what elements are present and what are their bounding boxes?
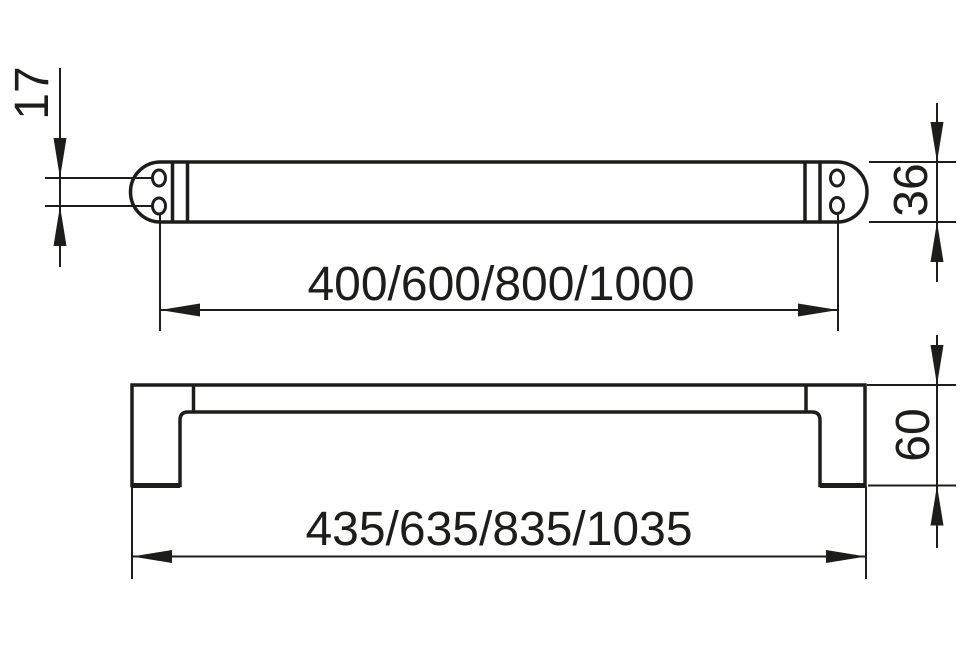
bar-top-view-outline xyxy=(128,160,869,224)
dimension-label: 60 xyxy=(887,408,940,461)
mounting-hole-left-upper xyxy=(151,168,167,188)
dimension-label: 17 xyxy=(6,66,59,119)
dimension-overall-height: 60 xyxy=(867,335,956,548)
top-view xyxy=(128,160,869,224)
dimension-label: 435/635/835/1035 xyxy=(305,503,692,556)
dimension-label: 400/600/800/1000 xyxy=(307,258,694,311)
arrowhead-down xyxy=(930,345,944,385)
arrowhead-left xyxy=(132,550,172,563)
arrowhead-down xyxy=(930,122,944,162)
front-view xyxy=(130,383,867,488)
arrowhead-up xyxy=(930,222,944,262)
dimension-hole-pitch: 17 xyxy=(6,66,152,267)
arrowhead-left xyxy=(160,303,200,317)
dimension-bar-depth: 36 xyxy=(869,103,956,282)
arrowhead-down xyxy=(53,138,67,178)
dimension-overall-length: 435/635/835/1035 xyxy=(131,487,867,579)
arrowhead-up xyxy=(53,206,67,246)
mounting-hole-right-lower xyxy=(829,196,845,215)
mounting-hole-right-upper xyxy=(829,168,845,188)
mounting-hole-left-lower xyxy=(151,196,167,216)
arrowhead-right xyxy=(826,550,866,563)
arrowhead-up xyxy=(930,485,944,526)
dimension-mounting-centers: 400/600/800/1000 xyxy=(159,214,839,331)
dimension-label: 36 xyxy=(885,163,938,216)
handle-front-outline xyxy=(130,383,867,488)
arrowhead-right xyxy=(798,303,838,317)
